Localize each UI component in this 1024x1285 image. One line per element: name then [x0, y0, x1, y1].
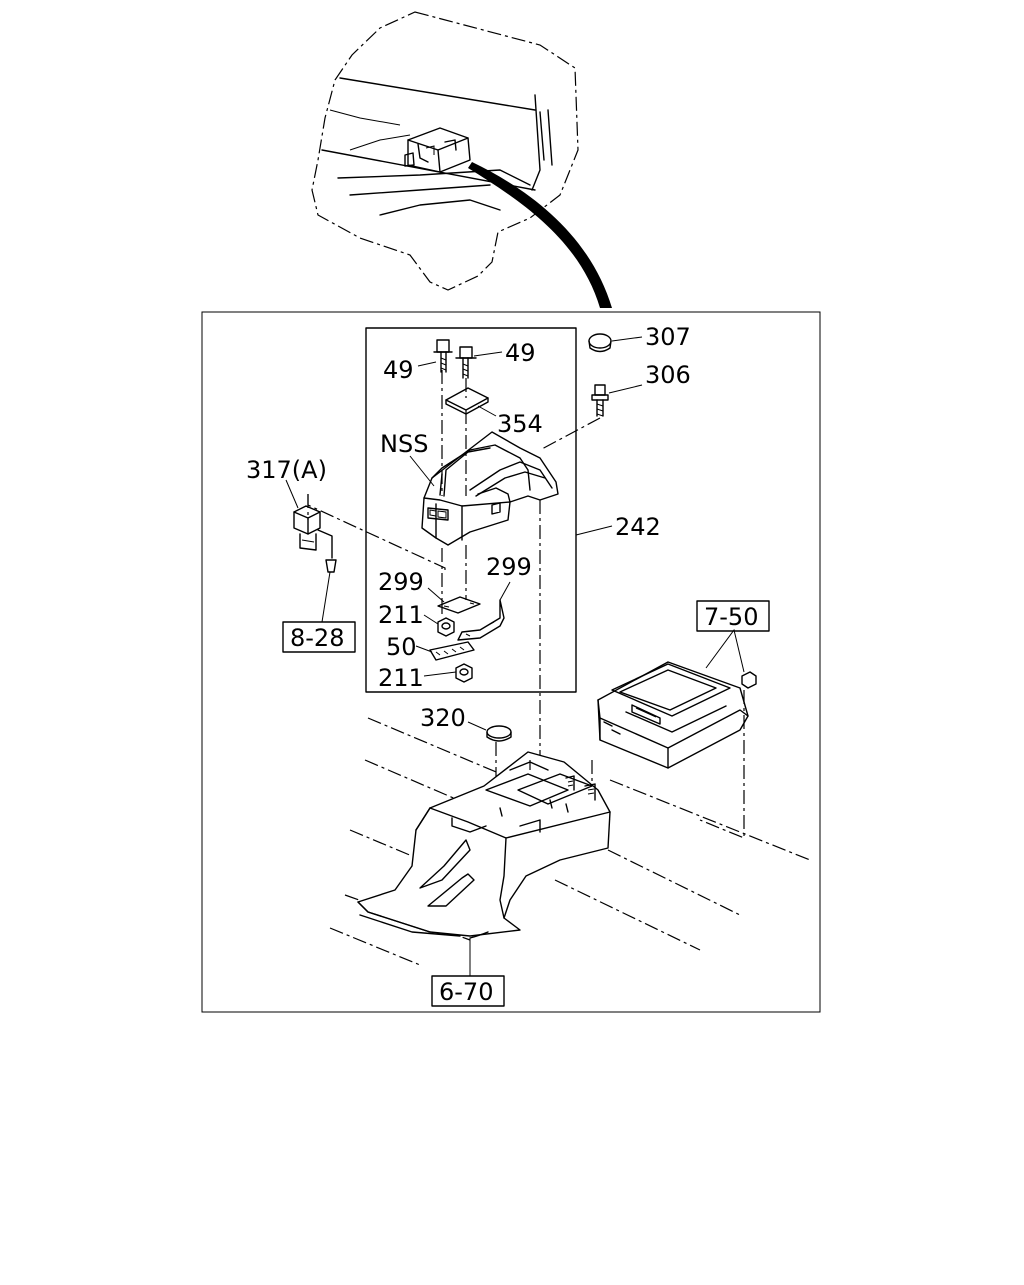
callout-307: 307 — [645, 323, 691, 351]
bracket-299-right — [457, 599, 505, 641]
leader-49-right — [473, 351, 503, 357]
bracket-299-left — [437, 596, 481, 614]
callout-299-left: 299 — [378, 568, 424, 596]
detail-frame — [201, 311, 821, 1013]
cap-320 — [486, 725, 512, 742]
leader-211-top — [423, 614, 439, 625]
floor-console-base — [329, 717, 811, 966]
leader-211-bottom — [423, 671, 457, 677]
leader-nss — [409, 455, 435, 487]
callout-306: 306 — [645, 361, 691, 389]
callout-299-right: 299 — [486, 553, 532, 581]
reference-7-50: 7-50 — [696, 600, 770, 632]
shift-cover-subassembly-box — [365, 327, 577, 693]
callout-354: 354 — [497, 410, 543, 438]
callout-49-right: 49 — [505, 339, 536, 367]
reference-6-70: 6-70 — [431, 975, 505, 1007]
leader-242 — [575, 525, 613, 536]
leader-299-left — [427, 587, 445, 603]
callout-211-top: 211 — [378, 601, 424, 629]
callout-242: 242 — [615, 513, 661, 541]
callout-50: 50 — [386, 633, 417, 661]
nut-211-top — [437, 617, 455, 637]
bolt-49-right — [455, 346, 477, 379]
screw-306 — [591, 384, 609, 417]
reference-8-28: 8-28 — [282, 621, 356, 653]
leader-354 — [477, 405, 497, 417]
leader-50 — [415, 645, 433, 653]
plate-354 — [445, 387, 489, 415]
callout-nss: NSS — [380, 430, 428, 458]
leader-307 — [611, 336, 643, 342]
leader-306 — [608, 384, 643, 394]
callout-317a: 317(A) — [246, 456, 327, 484]
leader-49-left — [417, 361, 437, 367]
leader-7-50 — [705, 628, 745, 673]
nut-211-bottom — [455, 663, 473, 683]
leader-8-28 — [321, 571, 331, 623]
bolt-49-left — [433, 339, 453, 373]
leader-299-right — [499, 581, 511, 601]
controller-unit — [597, 661, 757, 769]
callout-49-left: 49 — [383, 356, 414, 384]
seal-50 — [429, 641, 475, 661]
leader-320 — [467, 721, 487, 731]
cab-overview — [311, 11, 612, 308]
callout-211-bottom: 211 — [378, 664, 424, 692]
leader-317a — [285, 479, 299, 509]
reference-8-28-label: 8-28 — [290, 624, 344, 652]
switch-317a — [293, 505, 337, 573]
callout-320: 320 — [420, 704, 466, 732]
reference-7-50-label: 7-50 — [704, 603, 758, 631]
cap-307 — [588, 333, 612, 353]
reference-6-70-label: 6-70 — [439, 978, 493, 1006]
